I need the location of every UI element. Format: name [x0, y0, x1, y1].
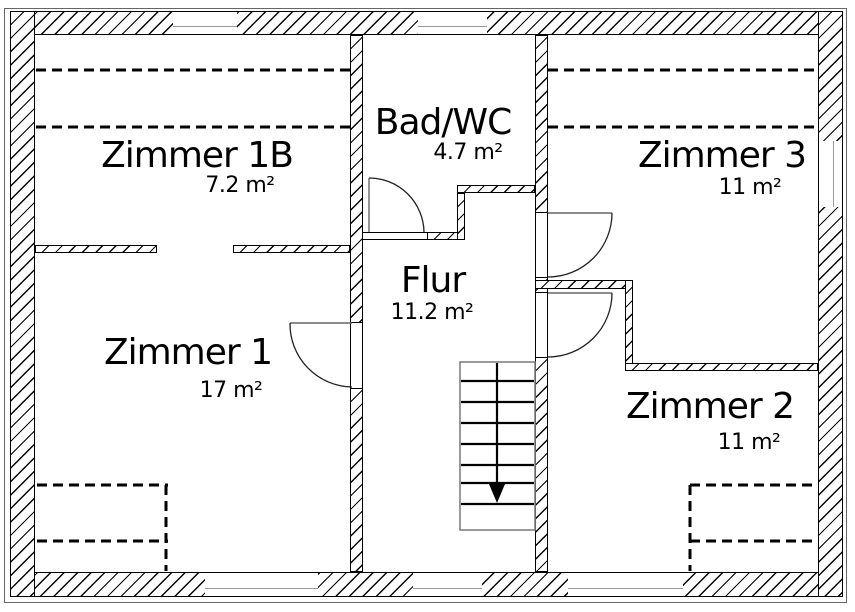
room-label-flur: Flur [400, 260, 466, 301]
wall-z1b-divider-right [233, 245, 350, 253]
wall-z3-z2-divider-east [625, 363, 818, 371]
window-sill [173, 26, 237, 28]
wall-flur-west-upper [350, 35, 363, 323]
roof-slope-lines [36, 68, 817, 129]
window-sill [832, 141, 834, 207]
window-bad-wc [418, 11, 487, 35]
window-sill [568, 587, 683, 589]
wall-bad-step-vertical [457, 193, 465, 240]
room-area-flur: 11.2 m² [390, 300, 474, 325]
staircase [459, 361, 536, 531]
stairs-down-arrow-icon [489, 484, 505, 503]
plan-outer-frame [4, 8, 847, 603]
window-zimmer-1b [173, 11, 237, 35]
door-opening-zimmer-3 [535, 213, 548, 277]
room-label-zimmer-1: Zimmer 1 [103, 332, 273, 373]
room-label-zimmer-1b: Zimmer 1B [101, 135, 294, 176]
window-sill [205, 587, 318, 589]
room-label-zimmer-2: Zimmer 2 [625, 386, 795, 427]
door-arc-zimmer-1 [289, 322, 353, 388]
door-opening-bad-wc [363, 232, 427, 240]
wall-flur-east-upper [535, 35, 548, 213]
door-opening-zimmer-2 [535, 293, 548, 357]
dashed-floor-zone-zimmer-1 [37, 483, 168, 571]
window-zimmer-3 [818, 141, 843, 207]
wall-z1b-divider-left [35, 245, 157, 253]
window-zimmer-2 [568, 572, 683, 597]
wall-left [10, 11, 35, 597]
door-arc-bad-wc [368, 177, 425, 233]
room-area-zimmer-1b: 7.2 m² [205, 173, 275, 198]
room-area-zimmer-3: 11 m² [718, 175, 782, 200]
wall-flur-west-lower [350, 388, 363, 572]
room-area-zimmer-1: 17 m² [199, 378, 263, 403]
door-arc-zimmer-3 [547, 212, 613, 278]
window-zimmer-1 [205, 572, 318, 597]
wall-right [818, 11, 843, 597]
door-opening-zimmer-1 [350, 323, 363, 388]
window-flur [413, 572, 482, 597]
window-sill [413, 587, 482, 589]
dashed-floor-zone-zimmer-2 [688, 483, 817, 571]
wall-bad-step-horizontal [457, 185, 535, 193]
room-label-bad-wc: Bad/WC [374, 102, 512, 143]
door-arc-zimmer-2 [547, 292, 613, 358]
room-area-zimmer-2: 11 m² [717, 430, 781, 455]
room-area-bad-wc: 4.7 m² [433, 140, 503, 165]
window-sill [418, 26, 487, 28]
room-label-zimmer-3: Zimmer 3 [637, 135, 807, 176]
stairs-outline [459, 361, 536, 531]
